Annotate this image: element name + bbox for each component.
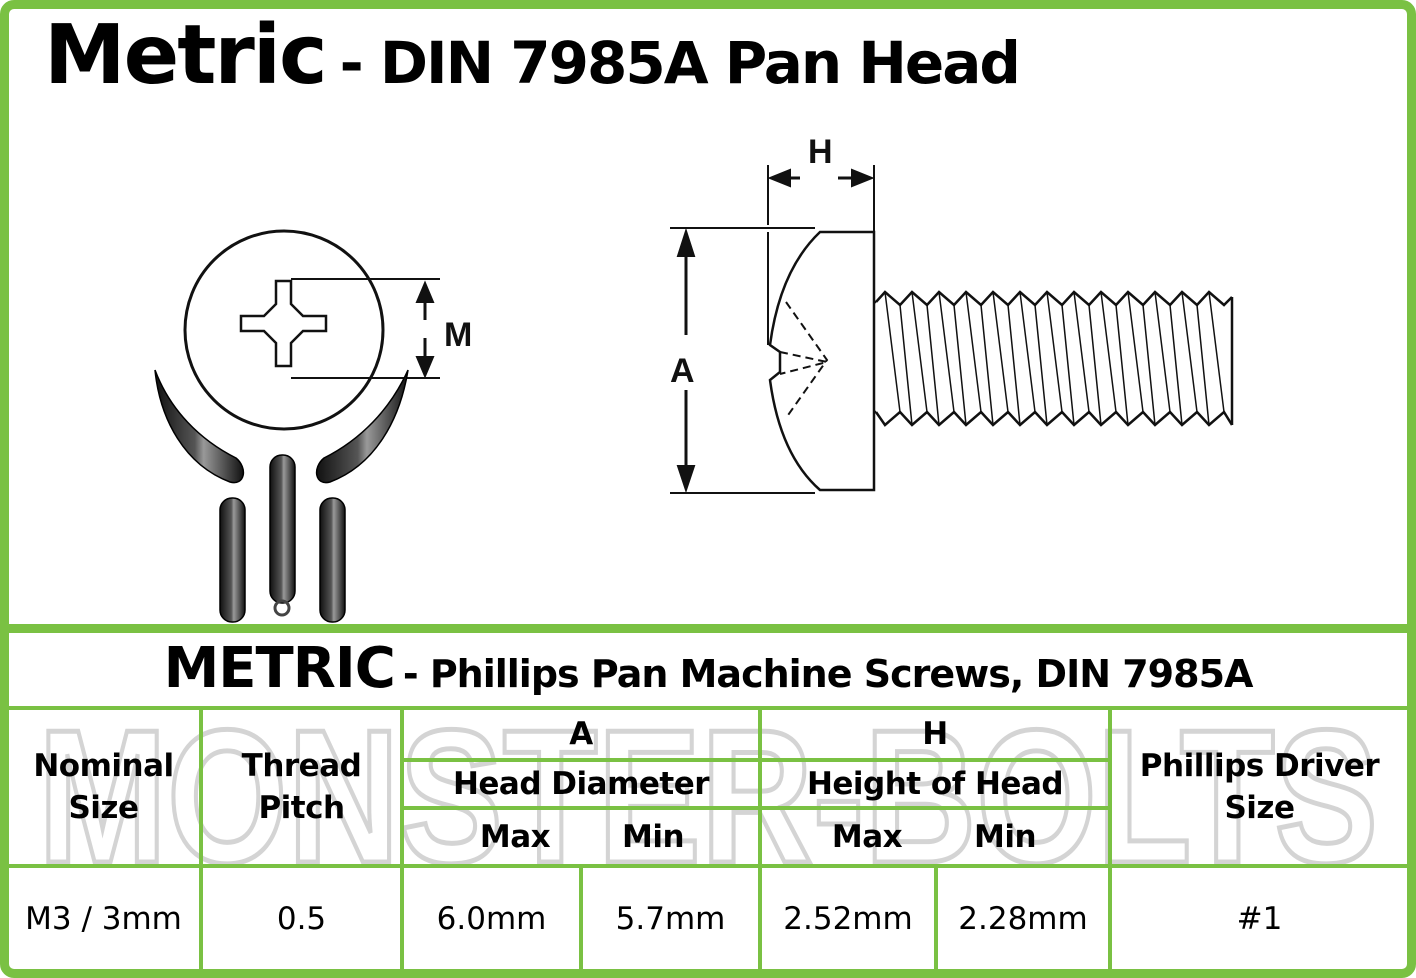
cell-head-diameter-max: 6.0mm [436,901,547,937]
header-h-max: Max [831,819,903,855]
table-title-main: METRIC [163,636,396,701]
grid-line [579,866,583,970]
grid-line [1108,708,1112,970]
grid-line [400,758,1112,762]
page-title-main: Metric [44,8,328,103]
cell-head-diameter-min: 5.7mm [615,901,726,937]
cell-driver-size: #1 [1236,901,1283,937]
grid-line [758,708,762,970]
section-divider [0,624,1416,633]
grid-line [199,708,203,970]
a-dimension [670,227,815,494]
a-label: A [670,352,695,390]
table-top-border [0,706,1416,710]
cell-head-height-min: 2.28mm [958,901,1088,937]
grid-line [400,806,1112,810]
thread-bottom [874,410,1234,427]
m-dimension [291,278,440,379]
thread-top [875,290,1233,307]
monster-bolts-claw-logo-icon [154,369,409,623]
header-h-min: Min [973,819,1037,855]
screw-diagram: M [154,133,1234,623]
cell-head-height-max: 2.52mm [783,901,913,937]
table-title-rest: - Phillips Pan Machine Screws, DIN 7985A [402,652,1254,696]
header-head-diameter: Head Diameter [452,766,710,802]
header-a-max: Max [479,819,551,855]
header-a-letter: A [569,716,593,752]
cell-thread-pitch: 0.5 [276,901,327,937]
phillips-head-top-view [183,229,385,431]
header-thread-pitch: Thread Pitch [241,748,362,826]
header-nominal-size: Nominal Size [33,748,174,826]
pan-head-side-view [768,230,1234,492]
table-title: METRIC- Phillips Pan Machine Screws, DIN… [0,636,1416,704]
h-dimension [767,165,875,345]
m-label: M [444,316,472,354]
header-driver-size: Phillips Driver Size [1139,748,1380,826]
cell-nominal-size: M3 / 3mm [25,901,182,937]
header-height-of-head: Height of Head [806,766,1064,802]
grid-line [0,864,1416,868]
h-label: H [808,133,833,171]
header-h-letter: H [922,716,948,752]
page-title: Metric- DIN 7985A Pan Head [44,8,1021,103]
grid-line [400,708,404,970]
grid-line [934,866,938,970]
page-title-rest: - DIN 7985A Pan Head [339,29,1021,97]
header-a-min: Min [621,819,685,855]
